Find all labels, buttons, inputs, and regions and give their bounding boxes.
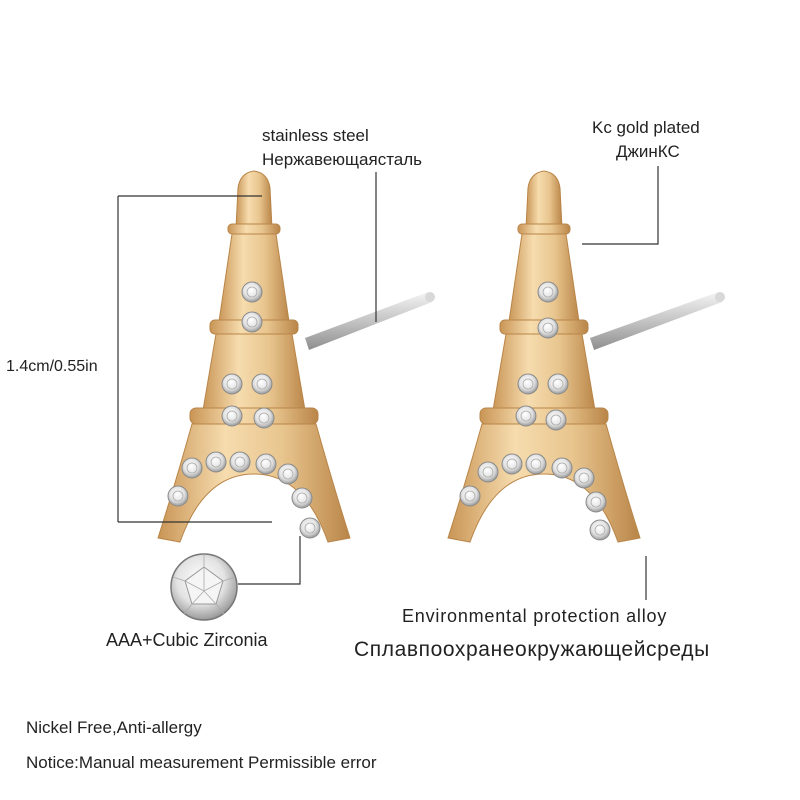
left-earring-pin — [305, 292, 432, 350]
gold-plated-label-ru: ДжинКС — [616, 142, 680, 161]
alloy-label-ru: Сплавпоохранеокружающейсреды — [354, 638, 710, 661]
size-label: 1.4cm/0.55in — [6, 358, 98, 375]
eiffel-tower-earring-left — [157, 170, 351, 543]
alloy-label: Environmental protection alloy — [402, 606, 668, 626]
zirconia-label: AAA+Cubic Zirconia — [106, 630, 268, 650]
callout-lines — [117, 166, 659, 600]
stainless-steel-label: stainless steel — [262, 126, 369, 145]
measurement-notice: Notice:Manual measurement Permissible er… — [26, 753, 377, 772]
gold-plated-label: Kc gold plated — [592, 118, 700, 137]
right-earring-pin — [590, 292, 722, 350]
stainless-steel-label-ru: Нержавеющаясталь — [262, 150, 423, 169]
cubic-zirconia-gem-icon — [170, 553, 238, 621]
eiffel-tower-earring-right — [447, 170, 641, 543]
nickel-free-note: Nickel Free,Anti-allergy — [26, 718, 202, 737]
